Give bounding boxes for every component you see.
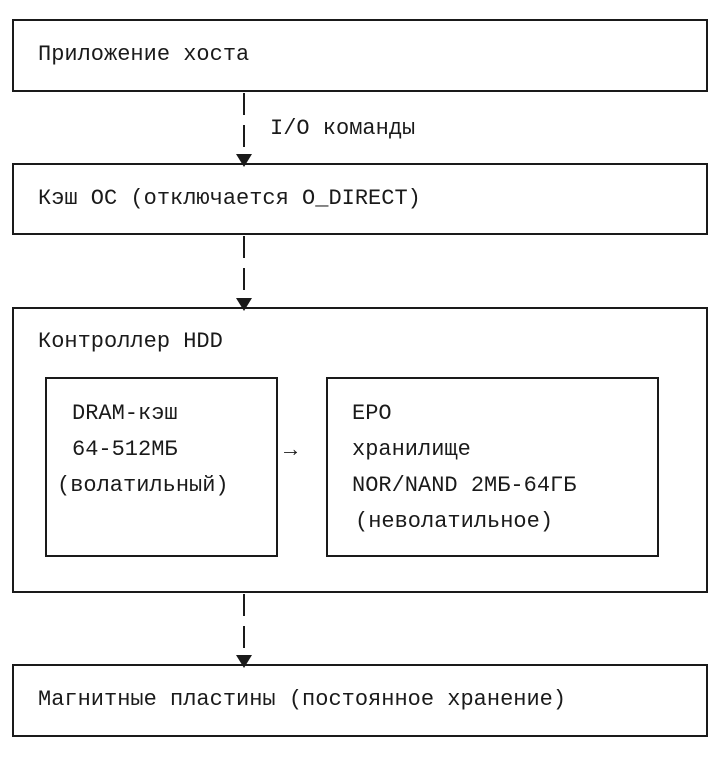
dram-cache-box xyxy=(45,377,278,557)
hdd-controller-label: Контроллер HDD xyxy=(38,329,223,354)
os-cache-box xyxy=(12,163,708,235)
dram-cache-line2: 64-512МБ xyxy=(72,437,178,462)
arrowhead-to-os xyxy=(236,154,252,167)
dram-cache-line3: (волатильный) xyxy=(57,473,229,498)
platters-label: Магнитные пластины (постоянное хранение) xyxy=(38,687,567,712)
io-commands-label: I/O команды xyxy=(270,116,416,141)
epo-storage-line3: NOR/NAND 2МБ-64ГБ xyxy=(352,473,577,498)
arrowhead-to-platters xyxy=(236,655,252,668)
epo-storage-line4: (неволатильное) xyxy=(355,509,554,534)
epo-storage-line2: хранилище xyxy=(352,437,471,462)
hdd-controller-box xyxy=(12,307,708,593)
platters-box xyxy=(12,664,708,737)
host-app-box xyxy=(12,19,708,92)
host-app-label: Приложение хоста xyxy=(38,42,250,67)
epo-storage-line1: EPO xyxy=(352,401,392,426)
arrowhead-to-hdd xyxy=(236,298,252,311)
os-cache-label: Кэш ОС (отключается O_DIRECT) xyxy=(38,186,421,211)
epo-storage-box xyxy=(326,377,659,557)
dram-cache-line1: DRAM-кэш xyxy=(72,401,178,426)
dram-to-epo-arrow: → xyxy=(284,438,298,463)
